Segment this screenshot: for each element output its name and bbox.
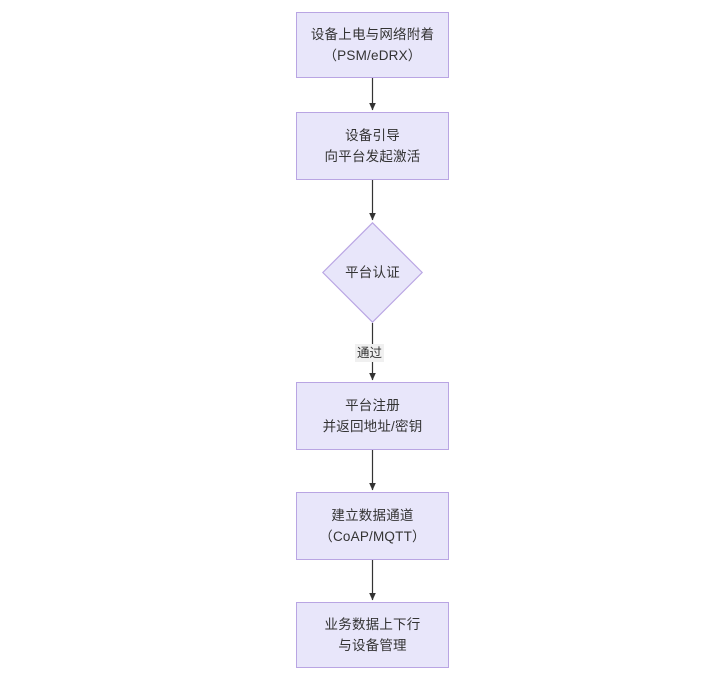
node-business-data-and-device-management[interactable]: 业务数据上下行 与设备管理	[296, 602, 449, 668]
node-platform-authentication[interactable]: 平台认证	[322, 222, 423, 323]
node-text-line: （CoAP/MQTT）	[319, 529, 426, 544]
node-text-line: （PSM/eDRX）	[323, 48, 422, 63]
node-text-line: 与设备管理	[338, 638, 407, 653]
node-establish-data-channel[interactable]: 建立数据通道 （CoAP/MQTT）	[296, 492, 449, 560]
node-text-line: 平台注册	[345, 398, 400, 413]
node-text-line: 业务数据上下行	[324, 617, 421, 632]
diamond-shape-icon	[322, 222, 423, 323]
node-text-line: 设备引导	[345, 128, 400, 143]
node-text-line: 建立数据通道	[331, 508, 414, 523]
node-text-line: 平台认证	[345, 265, 400, 280]
node-platform-registration[interactable]: 平台注册 并返回地址/密钥	[296, 382, 449, 450]
node-text-line: 设备上电与网络附着	[310, 27, 435, 42]
node-device-power-on[interactable]: 设备上电与网络附着 （PSM/eDRX）	[296, 12, 449, 78]
node-text-line: 并返回地址/密钥	[322, 419, 423, 434]
edge-label-pass: 通过	[355, 344, 385, 362]
node-text-line: 向平台发起激活	[324, 149, 421, 164]
node-device-bootstrap[interactable]: 设备引导 向平台发起激活	[296, 112, 449, 180]
